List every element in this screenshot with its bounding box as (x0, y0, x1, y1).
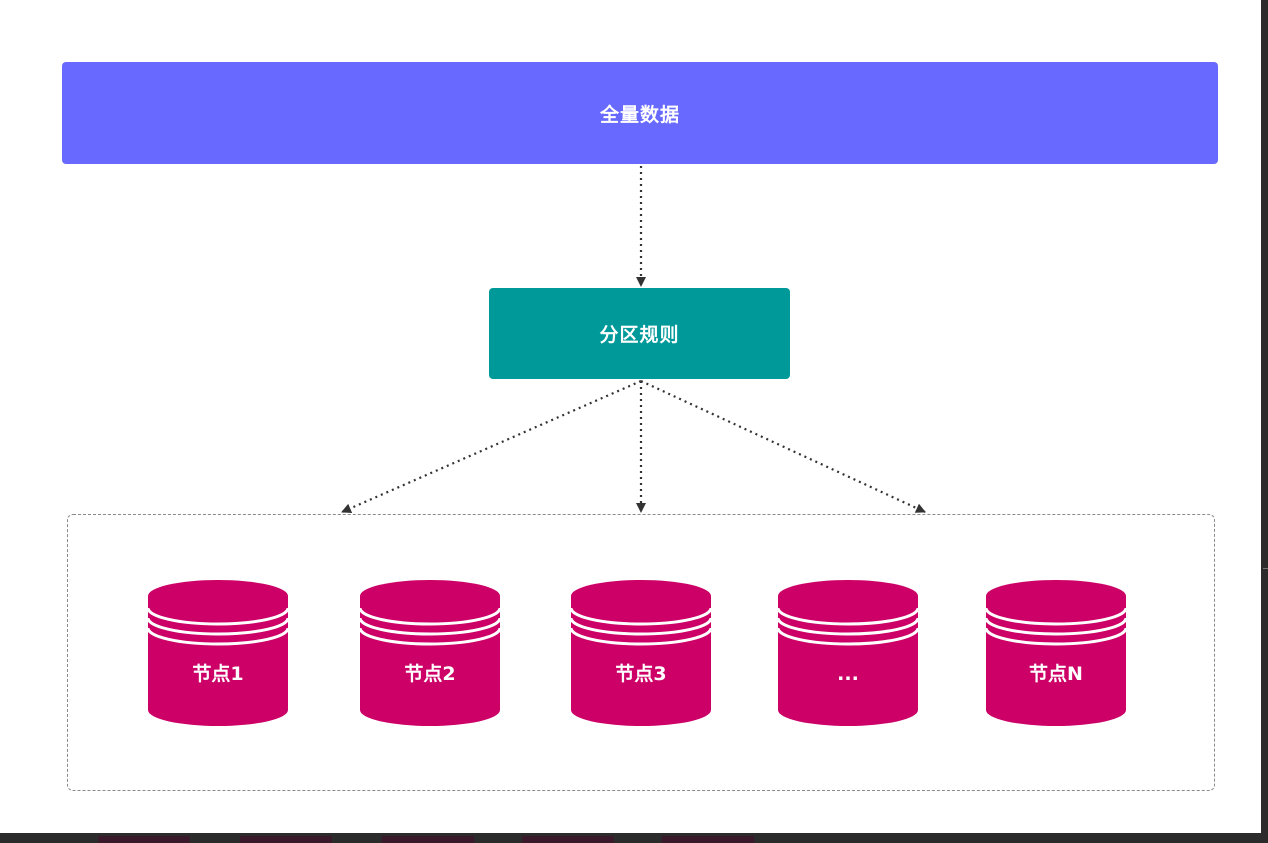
background-tab (522, 836, 614, 843)
database-node: 节点2 (360, 578, 500, 728)
partition-rule-box: 分区规则 (489, 288, 790, 379)
window-edge-mark (1263, 568, 1268, 569)
partition-rule-label: 分区规则 (599, 324, 680, 346)
database-cylinder-icon (571, 580, 711, 726)
database-node: 节点3 (571, 578, 711, 728)
background-tab (240, 836, 332, 843)
background-tab (382, 836, 474, 843)
node-label: ... (837, 663, 859, 685)
node-group-container (67, 514, 1215, 791)
node-label: 节点N (1029, 663, 1083, 685)
background-tab (98, 836, 190, 843)
database-node: 节点1 (148, 578, 288, 728)
edge-rule-to-right (640, 380, 926, 513)
window-edge-bottom (0, 833, 1268, 843)
background-tab (662, 836, 754, 843)
node-label: 节点3 (615, 663, 667, 685)
node-label: 节点1 (192, 663, 244, 685)
window-edge-right (1261, 0, 1268, 843)
full-data-label: 全量数据 (599, 103, 680, 126)
database-cylinder-icon (986, 580, 1126, 726)
node-label: 节点2 (404, 663, 456, 685)
database-node: 节点N (986, 578, 1126, 728)
database-node: ... (778, 578, 918, 728)
database-cylinder-icon (360, 580, 500, 726)
edge-rule-to-left (341, 379, 642, 514)
database-cylinder-icon (148, 580, 288, 726)
full-data-box: 全量数据 (62, 62, 1218, 164)
database-cylinder-icon (778, 580, 918, 726)
